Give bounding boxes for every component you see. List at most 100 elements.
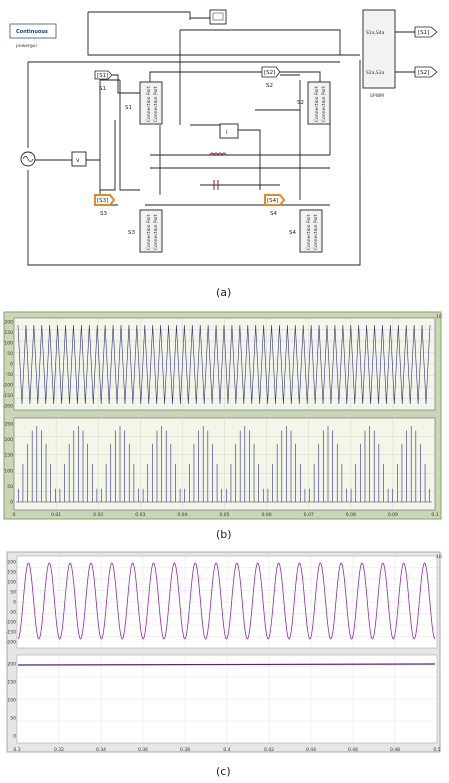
tag-s2-name: S2: [266, 83, 273, 89]
plot-b-xtick: 0.01: [51, 512, 61, 518]
plot-c-top-ytick: 50: [10, 590, 16, 596]
svg-text:v: v: [76, 157, 80, 164]
simulink-diagram: Continuous powergui: [9, 9, 438, 266]
svg-text:S2a,S3a: S2a,S3a: [366, 70, 385, 76]
capacitor: [213, 180, 219, 190]
plot-c-top-ytick: 100: [7, 580, 16, 586]
ac-source[interactable]: [20, 151, 36, 167]
current-measurement-block[interactable]: i: [219, 123, 239, 139]
inductor: [209, 152, 227, 157]
plot-c-xtick: 0.5: [433, 747, 440, 753]
plot-c-xtick: 0.4: [223, 747, 230, 753]
plot-c-bottom-ytick: 200: [7, 662, 16, 668]
svg-text:[S2]: [S2]: [264, 70, 275, 76]
spwm-block[interactable]: S1a,S4a S2a,S3a SPWM: [362, 9, 415, 99]
plot-b-bottom-ytick: 50: [7, 484, 13, 490]
svg-text:[S1]: [S1]: [97, 73, 108, 79]
plot-c-bottom-ytick: 0: [13, 734, 16, 740]
plot-b-top-ytick: 100: [4, 341, 13, 347]
tag-s1-name: S1: [99, 86, 106, 92]
from-tag-s1[interactable]: [S1] S1: [94, 70, 113, 92]
tag-s3-name: S3: [100, 211, 107, 217]
goto-tag-s1[interactable]: [S1]: [414, 26, 438, 38]
plot-b-top-ytick: 200: [4, 320, 13, 326]
plot-c-top-ytick: 0: [13, 600, 16, 606]
switch-s1[interactable]: Connection Port Connection Port S1: [125, 81, 163, 125]
plot-b-bottom-ytick: 0: [10, 500, 13, 506]
plot-b-top-ytick: -50: [6, 372, 13, 378]
svg-text:Connection Port: Connection Port: [313, 214, 319, 250]
svg-text:S3: S3: [128, 230, 135, 236]
tag-s4-name: S4: [270, 211, 277, 217]
plot-c-xtick: 0.32: [54, 747, 64, 753]
plot-b-bottom-ytick: 150: [4, 453, 13, 459]
svg-text:[S2]: [S2]: [418, 70, 429, 76]
switch-s2[interactable]: Connection Port Connection Port S2: [297, 81, 331, 125]
voltage-measurement-block[interactable]: v: [71, 151, 87, 167]
plot-c-xtick: 0.3: [13, 747, 20, 753]
ac-output-trace: [17, 562, 436, 640]
plot-b-bottom-ytick: 200: [4, 437, 13, 443]
plot-b-xtick: 0.02: [93, 512, 103, 518]
svg-text:i: i: [226, 129, 228, 136]
plot-b-bottom-ytick: 250: [4, 422, 13, 428]
plot-b-xtick: 0.08: [346, 512, 356, 518]
switch-s3[interactable]: Connection Port Connection Port S3: [128, 209, 163, 253]
plot-b-xtick: 0.06: [262, 512, 272, 518]
plot-b-xtick: 0.09: [388, 512, 398, 518]
powergui-label: powergui: [16, 43, 37, 49]
plot-c-xtick: 0.34: [96, 747, 106, 753]
plot-c-top-ytick: -150: [6, 630, 16, 636]
scope-block[interactable]: [209, 9, 227, 25]
spwm-label: SPWM: [370, 93, 384, 99]
svg-text:Connection Port: Connection Port: [314, 86, 320, 122]
plot-b-top-ytick: 50: [7, 351, 13, 357]
from-tag-s3[interactable]: [S3] S3: [94, 194, 116, 217]
powergui-block[interactable]: Continuous powergui: [9, 23, 57, 49]
plot-c-xtick: 0.36: [138, 747, 148, 753]
switch-s4[interactable]: Connection Port Connection Port S4: [289, 209, 323, 253]
svg-text:S2: S2: [297, 100, 304, 106]
plot-b-xtick: 0.03: [135, 512, 145, 518]
plot-c-xtick: 0.48: [390, 747, 400, 753]
svg-text:Connection Port: Connection Port: [153, 214, 159, 250]
goto-tag-s2[interactable]: [S2]: [414, 66, 438, 78]
plot-b-xtick: 0.04: [177, 512, 187, 518]
from-tag-s4[interactable]: [S4] S4: [264, 194, 286, 217]
powergui-title: Continuous: [16, 29, 48, 35]
plot-c-xtick: 0.46: [348, 747, 358, 753]
svg-text:S1a,S4a: S1a,S4a: [366, 30, 385, 36]
rectified-voltage-trace: [16, 426, 432, 503]
plot-b-xtick: 0.1: [431, 512, 438, 518]
plot-c-bottom-ytick: 50: [10, 716, 16, 722]
scope-b-corner: 10: [436, 314, 442, 320]
plot-c-xtick: 0.38: [180, 747, 190, 753]
plot-c-xtick: 0.44: [306, 747, 316, 753]
plot-c-top-ytick: 150: [7, 570, 16, 576]
plot-b-top-ytick: 150: [4, 330, 13, 336]
caption-a: (a): [216, 286, 231, 299]
plot-b-xtick: 0.05: [219, 512, 229, 518]
caption-b: (b): [216, 528, 232, 541]
svg-text:Connection Port: Connection Port: [321, 86, 327, 122]
plot-b-xtick: 0: [13, 512, 16, 518]
plot-c-top-ytick: -200: [6, 640, 16, 646]
plot-b-xtick: 0.07: [304, 512, 314, 518]
svg-text:Connection Port: Connection Port: [153, 86, 159, 122]
caption-c: (c): [216, 765, 231, 778]
svg-text:S1: S1: [125, 105, 132, 111]
plot-c-bottom-ytick: 100: [7, 698, 16, 704]
plot-c-top-ytick: -100: [6, 620, 16, 626]
plot-c-xtick: 0.42: [264, 747, 274, 753]
svg-text:[S3]: [S3]: [97, 198, 108, 204]
from-tag-s2[interactable]: [S2] S2: [261, 66, 281, 89]
scope-c-corner: 10: [436, 554, 442, 560]
dc-level-trace: [17, 663, 436, 666]
svg-text:[S4]: [S4]: [267, 198, 278, 204]
inverter-voltage-trace: [17, 324, 431, 405]
svg-text:Connection Port: Connection Port: [146, 214, 152, 250]
plot-c-top-ytick: -50: [9, 610, 16, 616]
